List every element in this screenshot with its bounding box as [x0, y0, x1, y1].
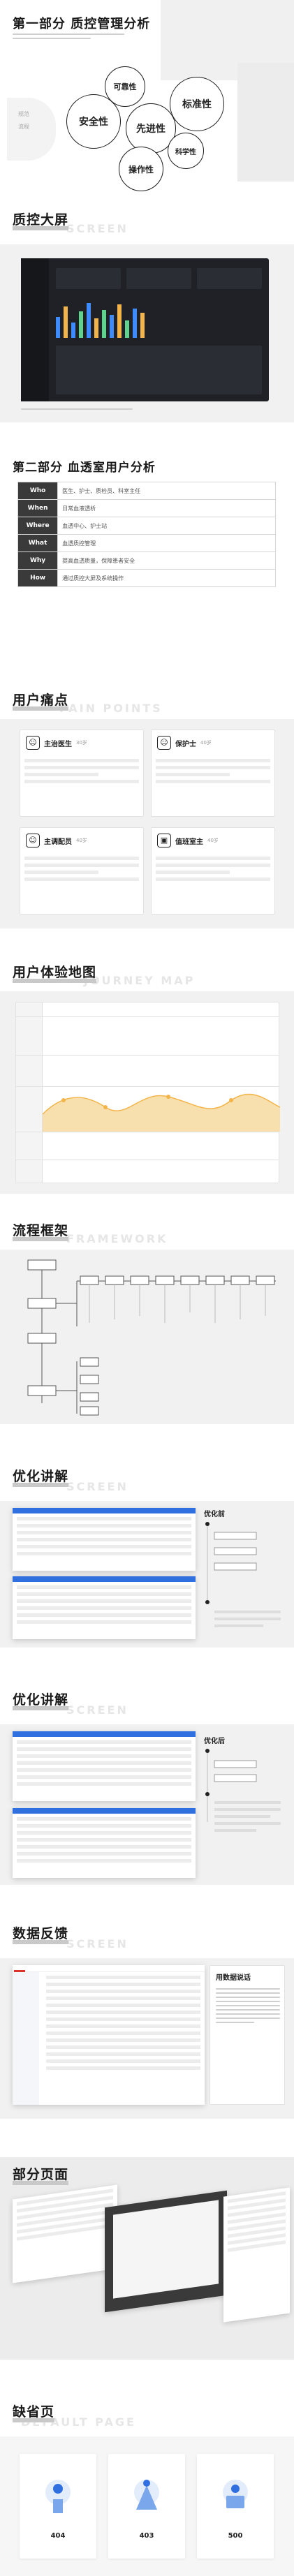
part1-desc	[13, 34, 124, 42]
doctor-icon: ☺	[26, 736, 40, 750]
opt1-ghost: SCREEN	[66, 1480, 128, 1493]
flow-title: 流程框架	[13, 1220, 69, 1241]
card-role: 主治医生	[44, 740, 72, 748]
five-w-label: Who	[17, 482, 59, 500]
pain-card-3: ☺ 主调配员 40岁	[20, 827, 144, 915]
opt1-title: 优化讲解	[13, 1466, 69, 1487]
empty-illustration-icon	[45, 2480, 71, 2513]
nurse-icon: ☺	[157, 736, 171, 750]
qc-caption	[21, 408, 133, 413]
bubble-operability: 操作性	[119, 147, 163, 191]
emotion-curve	[43, 1093, 280, 1132]
card-role: 保护士	[175, 740, 196, 748]
five-w-label: When	[17, 499, 59, 517]
opt2-title: 优化讲解	[13, 1689, 69, 1710]
five-w-label: What	[17, 534, 59, 552]
flow-ghost: FRAMEWORK	[66, 1232, 168, 1245]
page-thumb-right	[223, 2187, 290, 2323]
empty-code: 403	[139, 2532, 154, 2540]
part1-left-label-1: 规范	[18, 111, 29, 117]
part1-left-deco	[7, 98, 56, 161]
page-thumb-left	[13, 2184, 117, 2283]
pages-title: 部分页面	[13, 2164, 69, 2185]
empty-code: 500	[228, 2532, 243, 2540]
five-w-text: 医生、护士、质检员、科室主任	[57, 482, 276, 500]
five-w-text: 通过质控大屏及系统操作	[57, 569, 276, 587]
part1-left-label-2: 流程	[18, 124, 29, 130]
flow-diagram	[27, 1259, 276, 1416]
part2-title: 第二部分 血透室用户分析	[13, 461, 156, 475]
pain-card-2: ☺ 保护士 40岁	[151, 730, 275, 817]
page-thumb-center	[105, 2190, 227, 2313]
feedback-ghost: SCREEN	[66, 1937, 128, 1950]
five-w-label: Where	[17, 517, 59, 535]
card-tag: 40岁	[76, 838, 87, 843]
card-role: 值班室主	[175, 838, 203, 846]
feedback-note-title: 用数据说话	[216, 1974, 251, 1982]
empty-card-403: 403	[108, 2454, 185, 2559]
five-w-text: 提高血透质量，保障患者安全	[57, 552, 276, 570]
opt2-ghost: SCREEN	[66, 1703, 128, 1717]
opt1-note-title: 优化前	[204, 1511, 225, 1518]
empty-card-500: 500	[197, 2454, 274, 2559]
opt2-note-flow	[205, 1749, 281, 1832]
journey-ghost: JOURNEY MAP	[84, 974, 196, 987]
feedback-note: 用数据说话	[210, 1965, 285, 2105]
pain-card-1: ☺ 主治医生 30岁	[20, 730, 144, 817]
qc-ghost: SCREEN	[66, 222, 128, 235]
empty-card-404: 404	[20, 2454, 96, 2559]
opt1-note-flow	[205, 1522, 281, 1627]
pain-card-4: ▣ 值班室主 40岁	[151, 827, 275, 915]
card-tag: 40岁	[200, 740, 212, 746]
empty-illustration-icon	[134, 2480, 159, 2510]
qc-dashboard	[21, 258, 269, 401]
card-tag: 40岁	[207, 838, 219, 843]
opt1-screenshot-a	[13, 1508, 196, 1571]
card-tag: 30岁	[76, 740, 87, 746]
monitor-icon: ▣	[157, 834, 171, 847]
bubble-safety: 安全性	[66, 94, 121, 149]
opt2-note-title: 优化后	[204, 1738, 225, 1745]
opt2-screenshot-a	[13, 1731, 196, 1801]
user-icon: ☺	[26, 834, 40, 847]
pain-ghost: PAIN POINTS	[59, 702, 163, 715]
opt2-screenshot-b	[13, 1808, 196, 1878]
bubble-standard: 标准性	[170, 77, 224, 131]
empty-illustration-icon	[223, 2480, 248, 2508]
bubble-scientific: 科学性	[168, 133, 204, 169]
five-w-text: 血透中心、护士站	[57, 517, 276, 535]
bubble-reliability: 可靠性	[105, 66, 145, 107]
five-w-text: 血透质控管理	[57, 534, 276, 552]
five-w-label: Why	[17, 552, 59, 570]
five-w-label: How	[17, 569, 59, 587]
part1-right-deco	[237, 63, 294, 182]
empty-code: 404	[50, 2532, 66, 2540]
pain-title: 用户痛点	[13, 690, 69, 711]
opt1-screenshot-b	[13, 1576, 196, 1639]
feedback-title: 数据反馈	[13, 1923, 69, 1944]
part1-title: 第一部分 质控管理分析	[13, 17, 151, 31]
card-role: 主调配员	[44, 838, 72, 846]
journey-map	[15, 1002, 280, 1183]
qc-title: 质控大屏	[13, 209, 69, 230]
feedback-screenshot	[13, 1965, 205, 2105]
five-w-text: 日常血液透析	[57, 499, 276, 517]
journey-title: 用户体验地图	[13, 962, 97, 983]
empty-title: 缺省页	[13, 2401, 55, 2422]
